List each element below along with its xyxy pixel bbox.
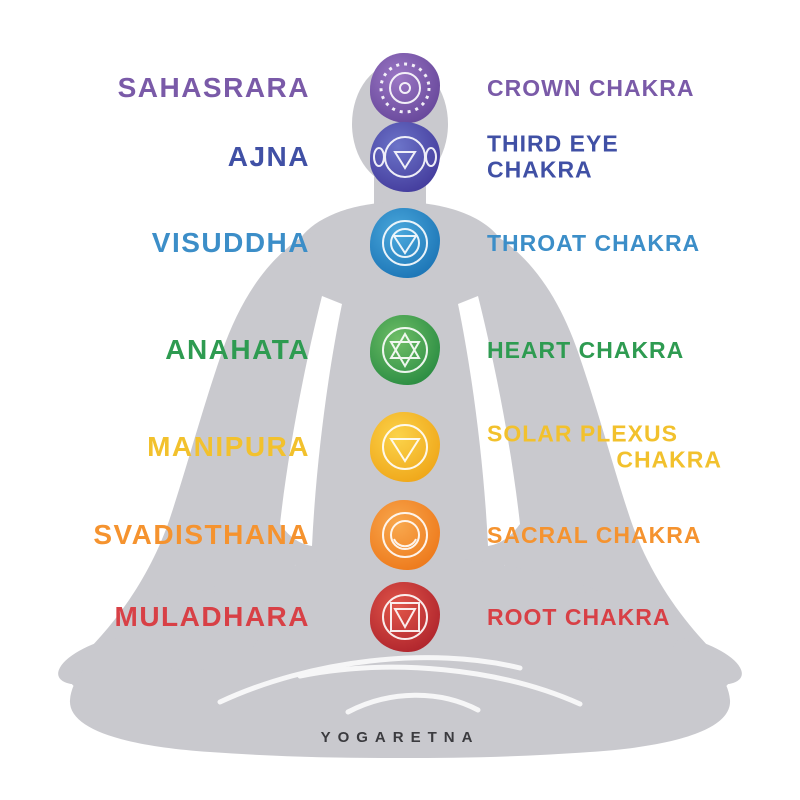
chakra-row-crown: SAHASRARA CROWN CHAKRA xyxy=(0,53,800,123)
chakra-row-root: MULADHARA ROOT CHAKRA xyxy=(0,582,800,652)
chakra-row-sacral: SVADISTHANA SACRAL CHAKRA xyxy=(0,500,800,570)
sanskrit-label: VISUDDHA xyxy=(151,227,310,258)
sanskrit-label: SAHASRARA xyxy=(117,72,310,103)
third-eye-chakra-icon xyxy=(370,122,440,192)
torso-shape xyxy=(274,202,526,598)
english-label: ROOT CHAKRA xyxy=(487,603,671,630)
english-label: THROAT CHAKRA xyxy=(487,229,701,256)
english-label: SACRAL CHAKRA xyxy=(487,521,702,548)
sanskrit-label: SVADISTHANA xyxy=(93,519,310,550)
chakra-row-third-eye: AJNA THIRD EYE CHAKRA xyxy=(0,122,800,192)
sacral-chakra-icon xyxy=(370,500,440,570)
sanskrit-label: MANIPURA xyxy=(147,431,310,462)
solar-plexus-chakra-icon xyxy=(370,412,440,482)
sanskrit-label: MULADHARA xyxy=(114,601,310,632)
english-label: HEART CHAKRA xyxy=(487,336,685,363)
chakra-row-throat: VISUDDHA THROAT CHAKRA xyxy=(0,208,800,278)
heart-chakra-icon xyxy=(370,315,440,385)
crown-chakra-icon xyxy=(370,53,440,123)
watermark: YOGARETNA xyxy=(320,729,480,746)
chakra-row-heart: ANAHATA HEART CHAKRA xyxy=(0,315,800,385)
sanskrit-label: ANAHATA xyxy=(165,334,310,365)
throat-chakra-icon xyxy=(370,208,440,278)
right-knee-shape xyxy=(540,590,680,670)
sanskrit-label: AJNA xyxy=(227,141,310,172)
left-knee-shape xyxy=(120,590,260,670)
root-chakra-icon xyxy=(370,582,440,652)
english-label: THIRD EYE CHAKRA xyxy=(487,130,619,183)
english-label: CROWN CHAKRA xyxy=(487,74,695,101)
